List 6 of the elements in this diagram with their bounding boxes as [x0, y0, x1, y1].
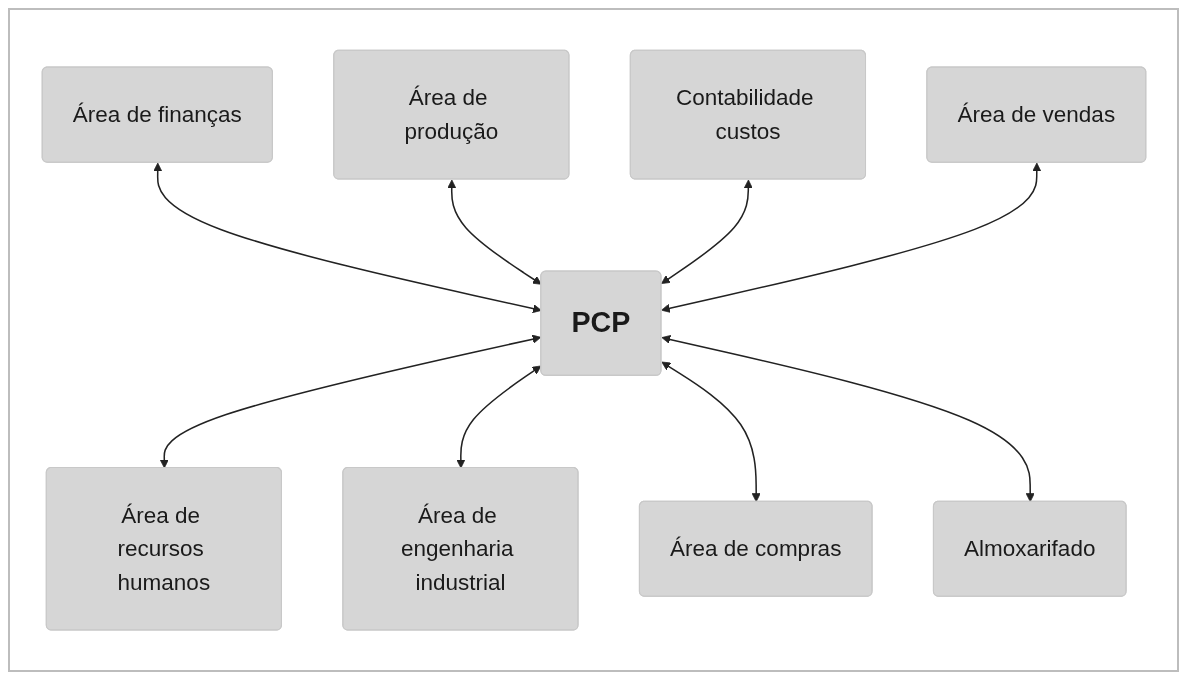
arrow — [661, 334, 1035, 502]
arrow — [455, 365, 541, 469]
arrow — [660, 361, 761, 502]
arrow — [159, 334, 541, 469]
arrow — [660, 179, 753, 284]
arrow — [660, 162, 1041, 313]
